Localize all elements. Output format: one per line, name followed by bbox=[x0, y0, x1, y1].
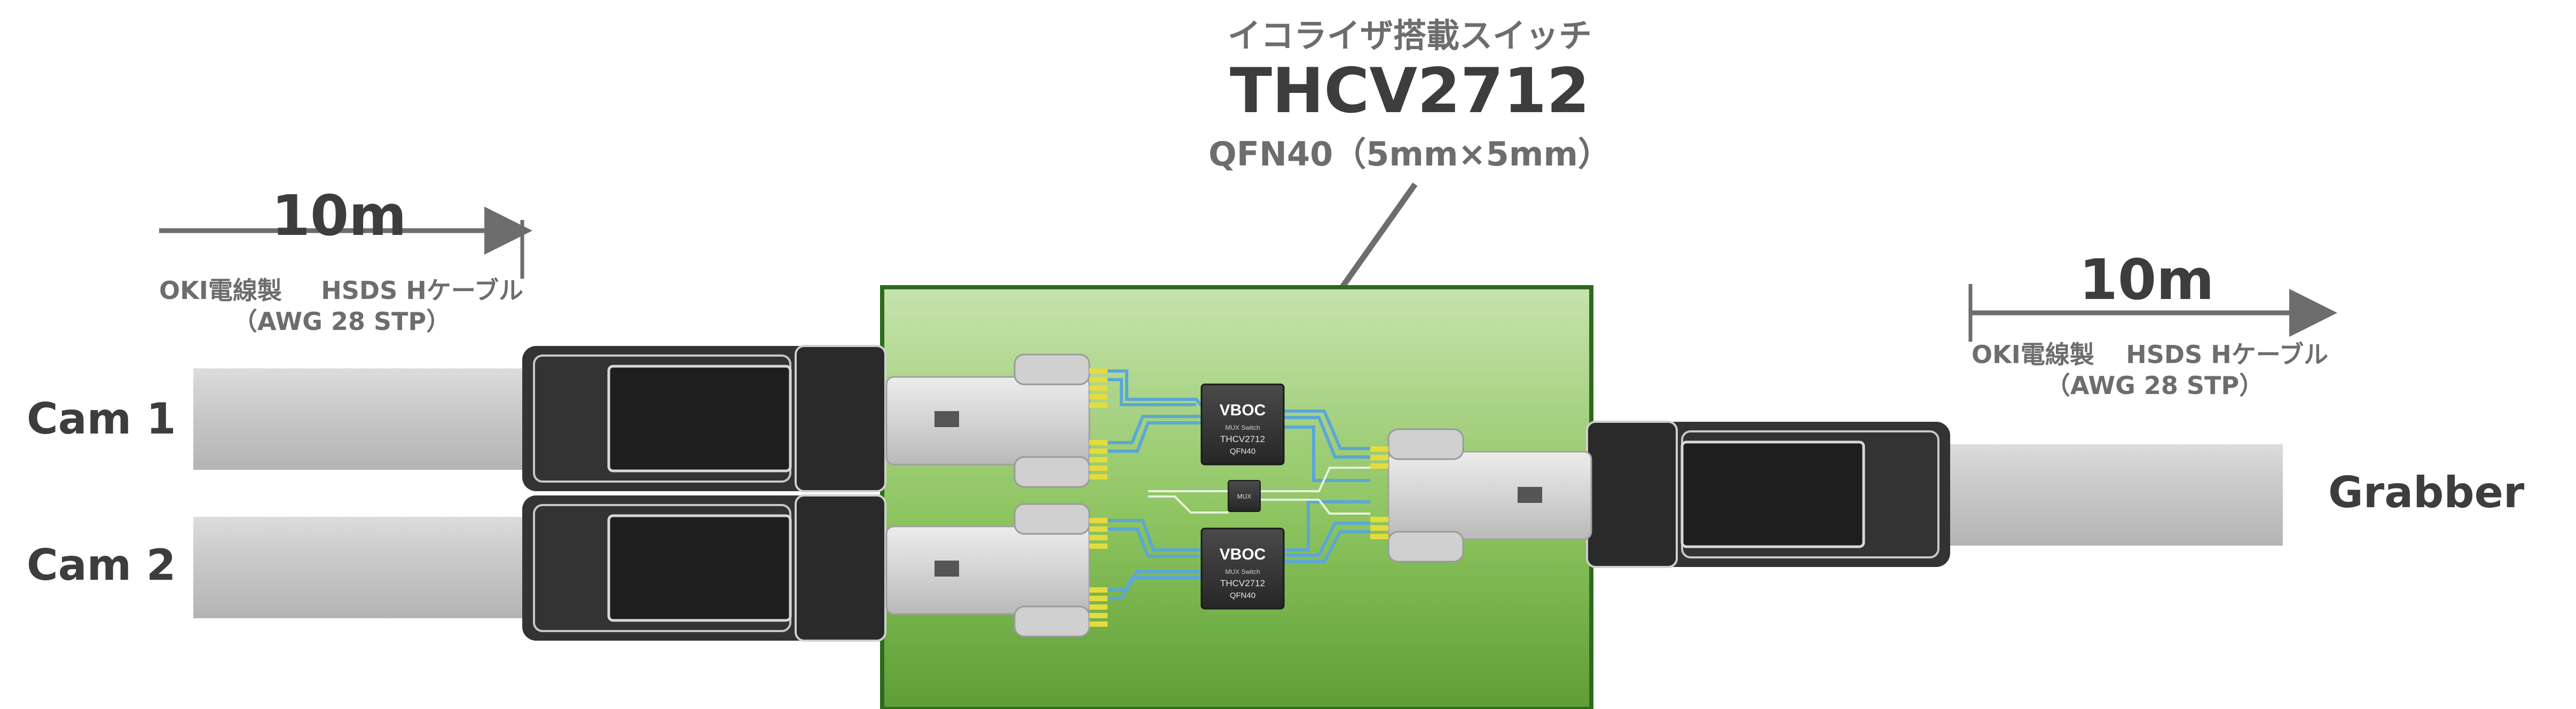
left-cable-length: 10m bbox=[271, 183, 406, 248]
cam2-lower-pads bbox=[1089, 587, 1108, 627]
cam2-upper-pads bbox=[1089, 518, 1108, 549]
chip2-line3: QFN40 bbox=[1230, 591, 1255, 600]
cam1-label: Cam 1 bbox=[27, 394, 176, 444]
right-cable-type: HSDS Hケーブル bbox=[2126, 340, 2328, 369]
chip1-line3: QFN40 bbox=[1230, 447, 1255, 456]
grabber-receptacle bbox=[1387, 428, 1592, 563]
left-cable-spec: （AWG 28 STP） bbox=[233, 307, 451, 336]
cam1-upper-pads bbox=[1089, 368, 1108, 408]
left-cable-type: HSDS Hケーブル bbox=[321, 276, 523, 305]
pcb-traces-white bbox=[1148, 467, 1370, 515]
grabber-label: Grabber bbox=[2328, 468, 2525, 517]
grabber-pads bbox=[1370, 446, 1388, 539]
thcv2712-chip-1: VBOC MUX Switch THCV2712 QFN40 bbox=[1200, 383, 1285, 466]
grabber-cable bbox=[1949, 444, 2283, 546]
cam2-connector-plug bbox=[522, 494, 886, 642]
chip2-line1: MUX Switch bbox=[1225, 568, 1260, 576]
chip1-logo: VBOC bbox=[1220, 401, 1266, 419]
left-cable-maker: OKI電線製 bbox=[159, 276, 282, 305]
pcb-traces bbox=[1108, 369, 1370, 600]
right-cable-length: 10m bbox=[2079, 247, 2214, 312]
chip-subtitle: イコライザ搭載スイッチ bbox=[1228, 16, 1592, 55]
cam1-cable bbox=[193, 368, 535, 470]
grabber-connector-plug bbox=[1586, 421, 1950, 568]
mux-chip: MUX bbox=[1228, 480, 1261, 512]
right-cable-spec: （AWG 28 STP） bbox=[2046, 371, 2264, 400]
cam2-label: Cam 2 bbox=[27, 540, 176, 590]
right-cable-maker: OKI電線製 bbox=[1972, 340, 2094, 369]
chip2-line2: THCV2712 bbox=[1220, 578, 1265, 588]
chip1-line2: THCV2712 bbox=[1220, 434, 1265, 444]
cam1-receptacle bbox=[885, 353, 1090, 488]
thcv2712-chip-2: VBOC MUX Switch THCV2712 QFN40 bbox=[1200, 527, 1285, 610]
cam2-cable bbox=[193, 517, 535, 618]
chip-part-number: THCV2712 bbox=[1230, 55, 1590, 127]
cam2-receptacle bbox=[885, 503, 1090, 637]
cam1-connector-plug bbox=[522, 345, 886, 492]
chip1-line1: MUX Switch bbox=[1225, 424, 1260, 431]
chip2-logo: VBOC bbox=[1220, 546, 1266, 563]
mux-label: MUX bbox=[1237, 493, 1252, 500]
cam1-lower-pads bbox=[1089, 440, 1108, 479]
chip-package: QFN40（5mm×5mm） bbox=[1208, 135, 1611, 174]
